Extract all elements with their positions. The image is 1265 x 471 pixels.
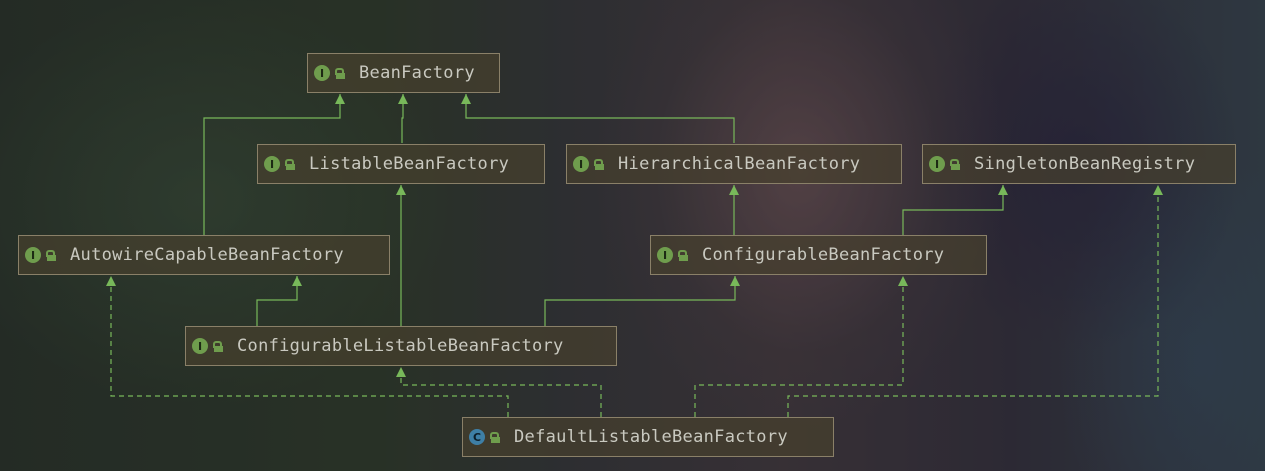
arrowhead bbox=[729, 185, 739, 195]
node-beanfactory[interactable]: I BeanFactory bbox=[307, 53, 500, 93]
edge-configurable-to-singleton bbox=[902, 185, 1004, 235]
node-configurablelistablebeanfactory[interactable]: I ConfigurableListableBeanFactory bbox=[185, 326, 617, 366]
arrowhead bbox=[898, 276, 908, 286]
lock-icon bbox=[334, 67, 345, 79]
lock-icon bbox=[949, 158, 960, 170]
arrowhead bbox=[396, 185, 406, 195]
interface-icon: I bbox=[192, 338, 208, 354]
node-label: ConfigurableBeanFactory bbox=[702, 245, 945, 265]
node-label: BeanFactory bbox=[359, 63, 475, 83]
lock-icon bbox=[677, 249, 688, 261]
node-singletonbeanregistry[interactable]: I SingletonBeanRegistry bbox=[922, 144, 1236, 184]
node-label: AutowireCapableBeanFactory bbox=[70, 245, 344, 265]
interface-icon: I bbox=[264, 156, 280, 172]
arrowhead bbox=[998, 185, 1008, 195]
lock-icon bbox=[489, 431, 500, 443]
edge-default-to-singleton bbox=[787, 185, 1159, 417]
arrowhead bbox=[1153, 185, 1163, 195]
node-label: SingletonBeanRegistry bbox=[974, 154, 1196, 174]
class-icon: C bbox=[469, 429, 485, 445]
node-defaultlistablebeanfactory[interactable]: C DefaultListableBeanFactory bbox=[462, 417, 834, 457]
node-label: DefaultListableBeanFactory bbox=[514, 427, 788, 447]
edge-configlistable-to-configurable bbox=[544, 276, 736, 326]
interface-icon: I bbox=[929, 156, 945, 172]
arrowhead bbox=[292, 276, 302, 286]
interface-icon: I bbox=[573, 156, 589, 172]
interface-icon: I bbox=[657, 247, 673, 263]
node-label: ListableBeanFactory bbox=[309, 154, 510, 174]
node-hierarchicalbeanfactory[interactable]: I HierarchicalBeanFactory bbox=[566, 144, 902, 184]
edge-listable-to-beanfactory bbox=[401, 94, 404, 143]
node-autowirecapablebeanfactory[interactable]: I AutowireCapableBeanFactory bbox=[18, 235, 390, 275]
node-label: ConfigurableListableBeanFactory bbox=[237, 336, 564, 356]
edge-default-to-autowire bbox=[110, 276, 509, 417]
node-label: HierarchicalBeanFactory bbox=[618, 154, 861, 174]
edge-hierarchical-to-beanfactory bbox=[465, 94, 735, 143]
lock-icon bbox=[212, 340, 223, 352]
arrowhead bbox=[730, 276, 740, 286]
arrowhead bbox=[461, 94, 471, 104]
node-configurablebeanfactory[interactable]: I ConfigurableBeanFactory bbox=[650, 235, 987, 275]
edge-default-to-configlistable bbox=[400, 367, 602, 417]
arrowhead bbox=[398, 94, 408, 104]
interface-icon: I bbox=[25, 247, 41, 263]
interface-icon: I bbox=[314, 65, 330, 81]
arrowhead bbox=[106, 276, 116, 286]
arrowhead bbox=[396, 367, 406, 377]
arrowhead bbox=[335, 94, 345, 104]
node-listablebeanfactory[interactable]: I ListableBeanFactory bbox=[257, 144, 545, 184]
edge-configlistable-to-autowire bbox=[256, 276, 298, 326]
lock-icon bbox=[593, 158, 604, 170]
edge-autowire-to-beanfactory bbox=[203, 94, 341, 235]
lock-icon bbox=[284, 158, 295, 170]
edge-default-to-configurable bbox=[694, 276, 904, 417]
lock-icon bbox=[45, 249, 56, 261]
